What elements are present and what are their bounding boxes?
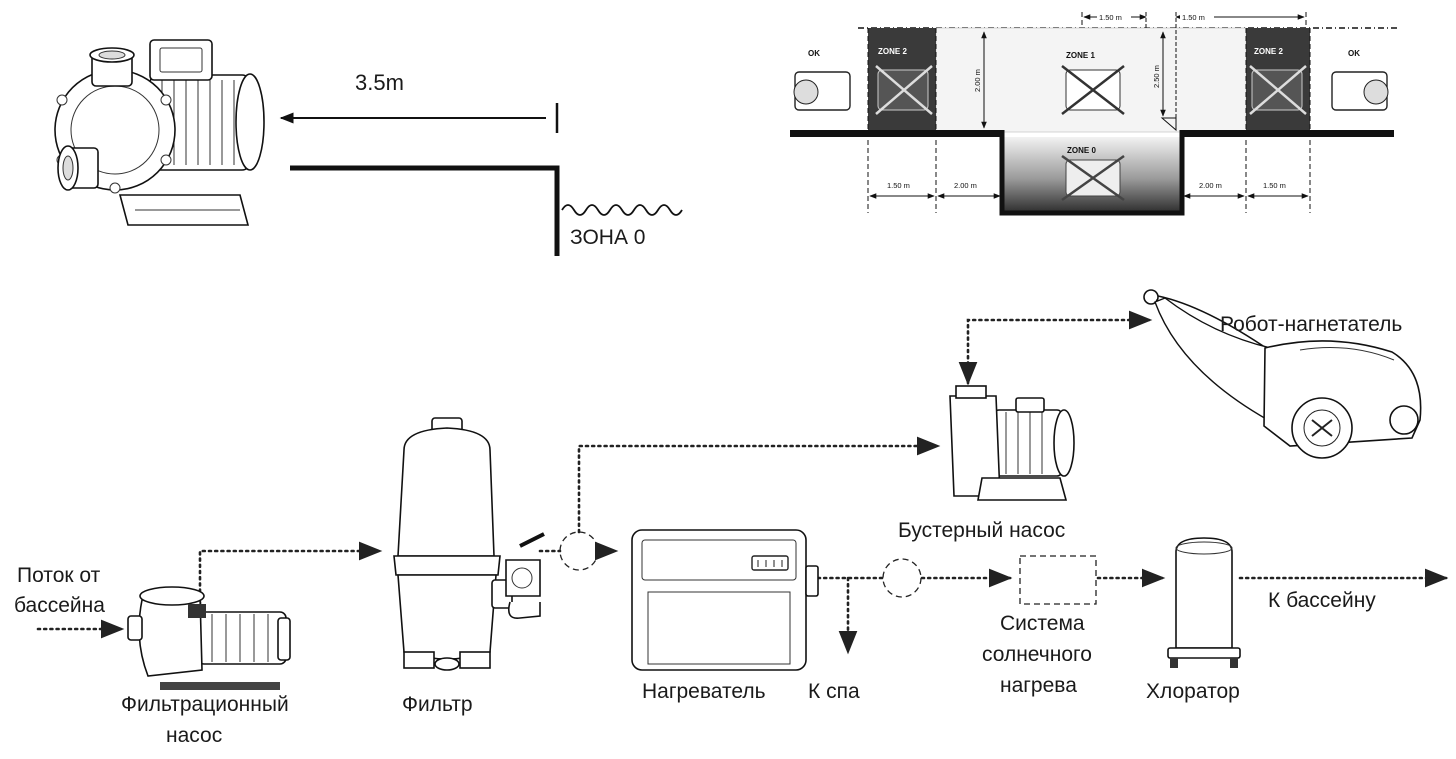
- zone2-right-label: ZONE 2: [1254, 47, 1283, 56]
- dim-height-left: 2.00 m: [973, 69, 982, 92]
- solar-label-line2: солнечного: [982, 643, 1092, 666]
- dim-height-right: 2.50 m: [1152, 65, 1161, 88]
- source-label-line2: бассейна: [14, 594, 105, 617]
- ok-right-label: OK: [1348, 49, 1360, 58]
- solar-label-line1: Система: [1000, 612, 1085, 635]
- pump-to-filter-arrow: [198, 541, 383, 606]
- crossed-pump-zone0: [1061, 154, 1125, 202]
- filtration-pump-icon: [127, 586, 291, 690]
- small-pump-ok-right: [1331, 71, 1389, 111]
- heater-label: Нагреватель: [642, 680, 766, 703]
- robot-label: Робот-нагнетатель: [1220, 313, 1402, 336]
- chlorinator-icon: [1167, 537, 1241, 668]
- distance-indicator: 3.5m: [279, 70, 559, 133]
- filtration-pump-label-line1: Фильтрационный: [121, 693, 289, 716]
- to-pool-label: К бассейну: [1268, 589, 1376, 612]
- valve-circle-1: [559, 531, 599, 571]
- to-spa-label: К спа: [808, 680, 860, 703]
- zone1-label: ZONE 1: [1066, 51, 1095, 60]
- pool-edge-profile: ЗОНА 0: [290, 165, 683, 256]
- robot-cleaner-icon: [1143, 289, 1422, 459]
- small-pump-ok-left: [793, 71, 851, 111]
- ok-left-label: OK: [808, 49, 820, 58]
- zones-diagram: ZONE 2 ZONE 2 ZONE 1 OK OK ZONE 0: [790, 11, 1400, 216]
- zone0-label: ЗОНА 0: [570, 226, 645, 249]
- valve-circle-2: [882, 558, 922, 598]
- solar-heater-box: [1019, 555, 1097, 605]
- water-wave-icon: [561, 204, 683, 216]
- booster-pump-label: Бустерный насос: [898, 519, 1065, 542]
- chlorinator-label: Хлоратор: [1146, 680, 1240, 703]
- pool-pump-illustration: [54, 39, 265, 226]
- zone2-left-label: ZONE 2: [878, 47, 907, 56]
- distance-label: 3.5m: [355, 70, 404, 95]
- dim-top-right: 1.50 m: [1182, 13, 1205, 22]
- dim-top-left: 1.50 m: [1099, 13, 1122, 22]
- heater-icon: [631, 529, 819, 671]
- filtration-pump-label-line2: насос: [166, 724, 222, 747]
- flow-lines: [36, 310, 1449, 655]
- crossed-pump-zone2-left: [875, 65, 933, 115]
- booster-robot-link: [958, 310, 1153, 386]
- filter-icon: [393, 417, 545, 671]
- dim-bottom-1: 1.50 m: [887, 181, 910, 190]
- solar-label-line3: нагрева: [1000, 674, 1077, 697]
- dim-bottom-3: 2.00 m: [1199, 181, 1222, 190]
- crossed-pump-zone2-right: [1249, 65, 1307, 115]
- source-label-line1: Поток от: [17, 564, 101, 587]
- zone0-diagram-label: ZONE 0: [1067, 146, 1096, 155]
- filter-label: Фильтр: [402, 693, 473, 716]
- booster-pump-icon: [949, 385, 1075, 501]
- dim-bottom-2: 2.00 m: [954, 181, 977, 190]
- filter-to-booster-arrow: [577, 436, 941, 534]
- dim-bottom-4: 1.50 m: [1263, 181, 1286, 190]
- crossed-pump-zone1: [1061, 65, 1125, 115]
